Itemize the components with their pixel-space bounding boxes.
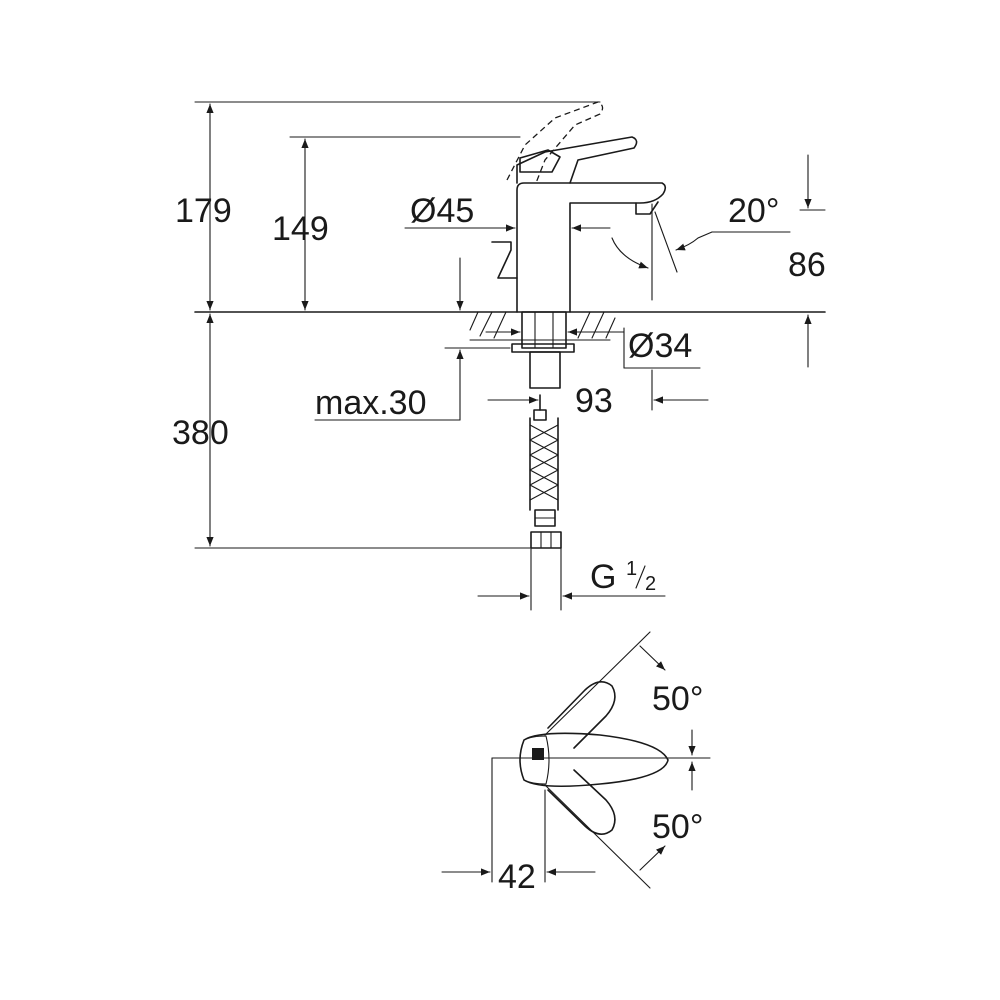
dim-thread-main: G — [590, 558, 616, 596]
lever-raised-position — [506, 101, 604, 184]
lever-handle — [516, 136, 638, 184]
dim-380-label: 380 — [172, 414, 229, 452]
dim-42-label: 42 — [498, 858, 536, 896]
lever-position-left — [547, 681, 616, 749]
lever-cartridge — [519, 149, 561, 173]
threaded-stud — [529, 351, 561, 389]
spout-outlet — [635, 201, 659, 215]
dim-93-label: 93 — [575, 382, 613, 420]
hose-fitting — [530, 531, 562, 549]
dim-angle-bottom-label: 50° — [652, 808, 703, 846]
pull-rod — [491, 241, 518, 279]
dim-86-label: 86 — [788, 246, 826, 284]
dim-149-label: 149 — [272, 210, 329, 248]
dim-d34-label: Ø34 — [628, 327, 692, 365]
countertop-hatching — [469, 311, 616, 341]
dim-thread-numerator: 1 — [626, 558, 637, 580]
dim-max30-label: max.30 — [315, 384, 427, 422]
spout-angle-arc-left — [611, 237, 649, 269]
lever-position-right — [547, 769, 616, 835]
supply-hose — [529, 394, 559, 527]
dim-thread-label: G — [590, 558, 616, 596]
top-view: 50° 50° 42 — [441, 631, 711, 896]
dim-d45-label: Ø45 — [410, 192, 474, 230]
dim-179-label: 179 — [175, 192, 232, 230]
mounting-shank — [521, 311, 567, 349]
spout-angle-ref-inclined — [654, 211, 678, 273]
dim-thread-denominator: 2 — [645, 573, 656, 595]
side-view: 179 149 Ø45 20° 86 Ø34 max.30 — [172, 101, 826, 611]
faucet-body — [516, 182, 667, 313]
spout-angle-arc-right — [675, 231, 713, 251]
lever-indicator — [532, 748, 544, 760]
dim-20deg-label: 20° — [728, 192, 779, 230]
dim-angle-top-label: 50° — [652, 680, 703, 718]
